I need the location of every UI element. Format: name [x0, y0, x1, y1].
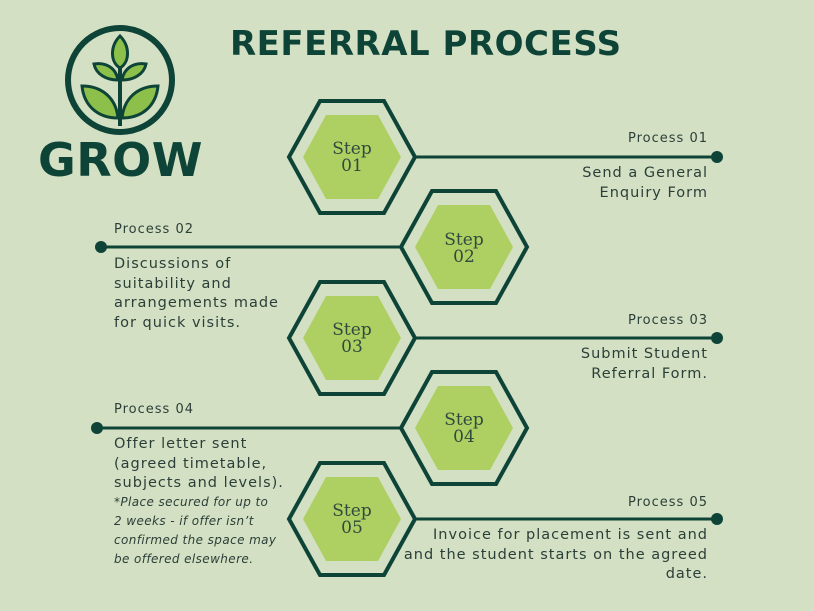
process-4-line: subjects and levels).: [114, 475, 284, 491]
process-4-note-line: be offered elsewhere.: [114, 552, 254, 566]
grow-logo-icon: [65, 25, 175, 135]
logo-wordmark: GROW: [38, 133, 204, 187]
process-1-label: Process 01: [628, 131, 708, 146]
process-3-label: Process 03: [628, 313, 708, 328]
process-4-label: Process 04: [114, 402, 194, 417]
step-hexagon-3: Step 03: [286, 280, 418, 396]
page-title: REFERRAL PROCESS: [230, 24, 622, 64]
connector-dot-1: [711, 151, 723, 163]
process-2-description: Discussions of suitability and arrangeme…: [114, 255, 279, 333]
process-4-note: *Place secured for up to 2 weeks - if of…: [114, 493, 276, 569]
process-4-note-line: confirmed the space may: [114, 533, 277, 547]
process-2-line: arrangements made: [114, 295, 279, 311]
process-1-line: Send a General: [582, 165, 708, 181]
process-5-line: date.: [665, 566, 708, 582]
step-hexagon-2: Step 02: [398, 189, 530, 305]
process-4-line: Offer letter sent: [114, 436, 248, 452]
step-2-word: Step: [444, 230, 484, 250]
process-4-note-line: *Place secured for up to: [114, 495, 269, 509]
step-1-number: 01: [341, 156, 363, 176]
step-hexagon-5: Step 05: [286, 461, 418, 577]
connector-dot-4: [91, 422, 103, 434]
connector-dot-2: [95, 241, 107, 253]
process-2-line: for quick visits.: [114, 314, 241, 331]
step-5-number: 05: [341, 518, 363, 538]
process-3-line: Referral Form.: [591, 365, 708, 382]
step-3-word: Step: [332, 320, 372, 340]
process-2-label: Process 02: [114, 222, 194, 237]
step-1-word: Step: [332, 139, 372, 159]
process-3-line: Submit Student: [580, 346, 708, 362]
process-5-line: Invoice for placement is sent and: [433, 527, 708, 543]
process-5-label: Process 05: [628, 495, 708, 510]
process-1-line: Enquiry Form: [599, 184, 708, 201]
process-4-description: Offer letter sent (agreed timetable, sub…: [114, 435, 284, 494]
step-5-word: Step: [332, 501, 372, 521]
process-2-line: Discussions of: [114, 256, 232, 272]
process-4-line: (agreed timetable,: [114, 455, 268, 472]
step-hexagon-4: Step 04: [398, 370, 530, 486]
process-4-note-line: 2 weeks - if offer isn’t: [114, 514, 254, 528]
process-1-description: Send a General Enquiry Form: [582, 164, 708, 203]
step-3-number: 03: [341, 337, 363, 357]
step-hexagon-1: Step 01: [286, 99, 418, 215]
connector-lines: [91, 151, 723, 525]
process-2-line: suitability and: [114, 275, 232, 292]
step-2-number: 02: [453, 247, 475, 267]
step-4-word: Step: [444, 410, 484, 430]
step-4-number: 04: [453, 427, 475, 447]
connector-dot-3: [711, 332, 723, 344]
connector-dot-5: [711, 513, 723, 525]
process-5-line: and the student starts on the agreed: [403, 546, 708, 563]
process-5-description: Invoice for placement is sent and and th…: [404, 526, 708, 585]
process-3-description: Submit Student Referral Form.: [581, 345, 708, 384]
